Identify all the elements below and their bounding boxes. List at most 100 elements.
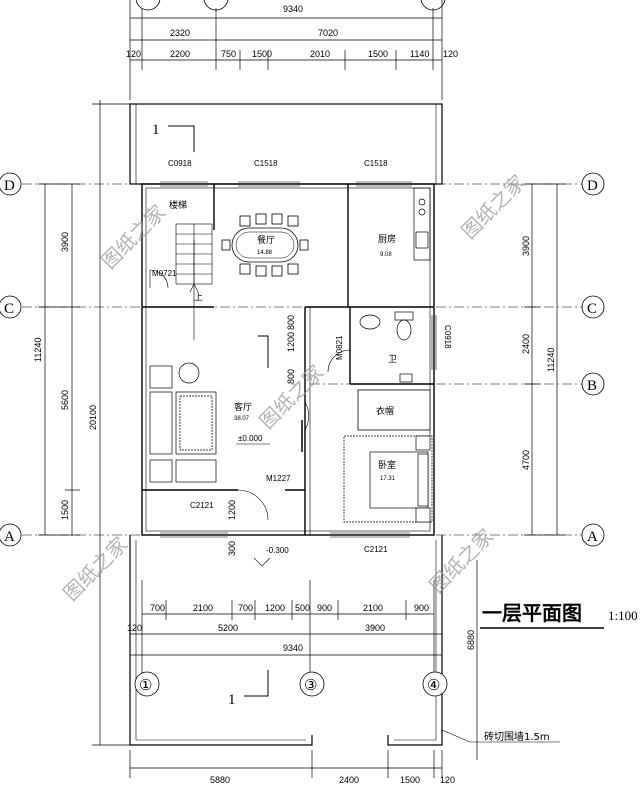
watermark-4: 图纸之家 [59,532,133,606]
axis-markers-right [581,172,605,547]
room-kitchen-label: 厨房 [378,233,396,245]
dim-right-2400: 2400 [521,334,531,354]
opening-c2121-b: C2121 [364,545,388,554]
axis-markers-bottom [134,671,448,697]
section-mark-bottom: 1 [228,692,236,708]
dim-top-1140: 1140 [410,49,429,59]
dim-left-total: 11240 [33,338,43,362]
watermark-1: 图纸之家 [97,200,171,274]
room-kitchen-area: 9.08 [380,252,392,258]
opening-c1518-b: C1518 [364,159,388,168]
room-bedroom-label: 卧室 [378,459,396,471]
section-line-mid [258,335,269,368]
axis-circle-top-3 [420,0,446,11]
wardrobe-block [357,389,431,431]
dim-bot-total: 9340 [283,643,303,653]
dim-bot-2100b: 2100 [363,603,383,613]
level-floor: ±0.000 [238,434,263,443]
axis-label-A-right: A [587,529,598,545]
axis-label-A-left: A [4,529,15,545]
dim-bot-900b: 900 [414,603,429,613]
sofa-set [149,362,217,483]
inner-dim-300: 300 [227,541,237,556]
room-bath-label: 卫 [388,355,397,365]
wall-note: 砖切围墙1.5m [484,730,550,743]
dim-bot-5200: 5200 [218,623,238,633]
axis-label-1: ① [139,678,152,694]
kitchen-counter [413,187,431,261]
bed [343,435,433,523]
section-mark-top: 1 [152,122,160,138]
bottom-outer-dimensions [129,750,443,778]
section-line-top [168,125,195,152]
doors [149,269,351,521]
yard-front [129,535,443,746]
dim-top-120a: 120 [126,49,141,59]
bath-fixtures [359,311,414,383]
opening-m0721: M0721 [152,269,177,278]
dim-outer-1500: 1500 [400,775,420,785]
room-living-area: 38.07 [234,416,250,422]
inner-dim-800a: 800 [286,315,296,330]
building-walls [141,183,435,536]
yard-wall-top [129,103,443,185]
opening-m1227: M1227 [266,474,291,483]
dim-bot-700b: 700 [238,603,253,613]
level-outside: -0.300 [266,546,289,555]
room-stair-label: 楼梯 [169,199,187,211]
dim-top-2010: 2010 [310,49,330,59]
dim-right-yard: 6880 [466,630,476,650]
opening-c0918-top: C0918 [168,159,192,168]
axis-label-C-left: C [4,301,14,317]
dim-top-1500a: 1500 [252,49,272,59]
dim-top-total: 9340 [283,4,303,14]
dim-left-5600: 5600 [60,390,70,410]
dim-right-4700: 4700 [521,450,531,470]
dim-bot-2100a: 2100 [193,603,213,613]
dim-top-750: 750 [221,49,236,59]
bottom-inner-dimensions [130,580,442,690]
opening-m0821: M0821 [335,335,344,360]
dim-bot-700a: 700 [150,603,165,613]
watermark-2: 图纸之家 [457,170,531,244]
inner-dim-1200: 1200 [286,332,296,352]
room-wardrobe-label: 衣帽 [376,405,394,417]
dim-left-20100: 20100 [88,405,98,430]
level-outside-mark [253,557,271,567]
inner-dim-1200b: 1200 [227,500,237,520]
dim-right-total: 11240 [546,348,556,372]
axis-label-D-right: D [587,178,598,194]
dim-left-1500: 1500 [60,500,70,520]
note-leader [441,729,471,743]
dining-table [221,213,309,277]
windows-top [160,181,437,538]
opening-c1518-a: C1518 [254,159,278,168]
axis-circle-top-1 [135,0,161,11]
axis-label-C-right: C [587,301,597,317]
dim-left-3900: 3900 [60,232,70,252]
room-dining-area: 14.88 [257,250,273,256]
dim-top-2200: 2200 [170,49,190,59]
axis-markers-left [0,172,22,547]
dim-bot-1200: 1200 [265,603,285,613]
dim-top-2320: 2320 [170,28,190,38]
axis-label-D-left: D [4,178,15,194]
room-bedroom-area: 17.31 [380,476,396,482]
room-living-label: 客厅 [234,401,252,413]
right-dimensions [476,183,565,760]
dim-outer-2400: 2400 [339,775,359,785]
axis-circle-top-2 [203,0,229,11]
left-dimensions [38,100,130,746]
dim-bot-900a: 900 [317,603,332,613]
stair [175,223,213,340]
axis-label-B-right: B [587,378,597,394]
dim-bot-3900: 3900 [365,623,385,633]
dim-outer-5880: 5880 [210,775,230,785]
inner-dim-800b: 800 [286,369,296,384]
axis-label-3: ③ [304,678,317,694]
dim-top-1500b: 1500 [368,49,388,59]
plan-scale: 1:100 [608,608,638,623]
plan-title: 一层平面图 [482,601,582,625]
dim-bot-500: 500 [295,603,310,613]
